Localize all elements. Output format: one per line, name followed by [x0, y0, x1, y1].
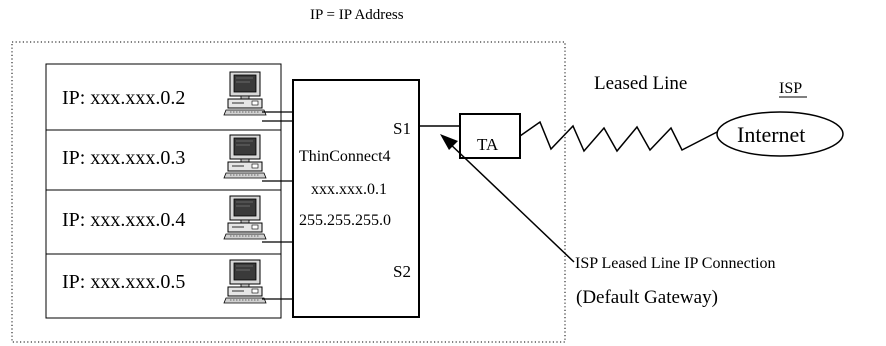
port-s1-label: S1	[393, 119, 411, 138]
host-box	[45, 253, 282, 319]
desktop-computer-icon	[223, 71, 267, 116]
host-ip-label: IP: xxx.xxx.0.4	[62, 209, 186, 231]
arrow-head	[440, 134, 458, 150]
host-ip-label: IP: xxx.xxx.0.5	[62, 271, 186, 293]
router-box	[292, 79, 420, 318]
desktop-computer-icon	[223, 195, 267, 240]
host-ip-label: IP: xxx.xxx.0.2	[62, 87, 186, 109]
desktop-computer-icon	[223, 134, 267, 179]
connection-label: ISP Leased Line IP Connection	[575, 255, 776, 272]
default-gateway-label: (Default Gateway)	[576, 287, 718, 308]
leased-line-zigzag	[519, 120, 720, 153]
internet-cloud	[716, 111, 844, 157]
isp-label: ISP	[779, 80, 803, 97]
ta-box	[459, 113, 521, 159]
leased-line-label: Leased Line	[594, 73, 688, 94]
lan-boundary	[11, 41, 566, 343]
desktop-computer-icon	[223, 259, 267, 304]
router-mask-label: 255.255.255.0	[299, 212, 391, 229]
gateway-arrow	[446, 140, 575, 263]
legend-note: IP = IP Address	[310, 7, 404, 23]
internet-label: Internet	[737, 122, 806, 147]
host-links	[262, 111, 293, 300]
port-s2-label: S2	[393, 262, 411, 281]
router-ip-label: xxx.xxx.0.1	[311, 181, 387, 198]
host-ip-label: IP: xxx.xxx.0.3	[62, 147, 186, 169]
router-name-label: ThinConnect4	[299, 148, 391, 165]
ta-label: TA	[477, 135, 499, 154]
